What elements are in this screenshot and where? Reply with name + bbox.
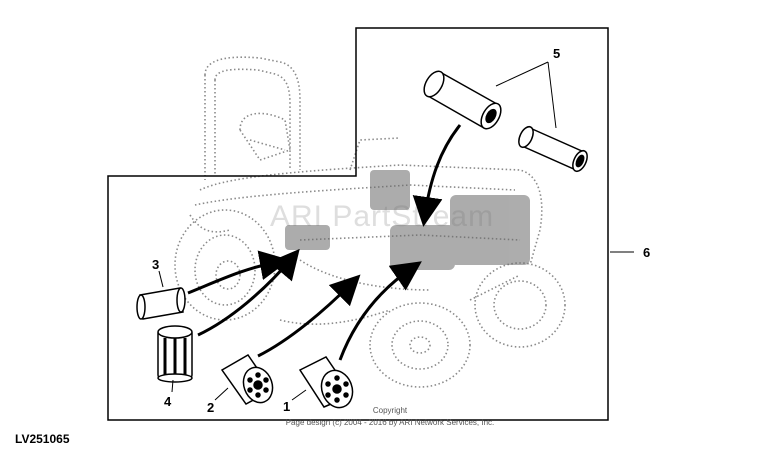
copyright-line-2: Page design (c) 2004 - 2016 by ARI Netwo… [285,418,495,427]
arrow-part-2 [257,274,361,358]
callout-1: 1 [283,399,290,414]
arrow-part-1 [338,261,422,361]
figure-id: LV251065 [15,432,70,446]
leader-lines [158,61,634,401]
part-2-oil-filter [220,354,274,405]
engine-hatching [285,170,530,270]
arrow-part-4 [197,248,300,337]
part-5-sleeve-large [423,70,502,130]
copyright-notice: Copyright Page design (c) 2004 - 2016 by… [240,405,540,429]
detail-frame [107,27,609,421]
part-3-fuel-filter [136,287,186,320]
arrow-part-5 [412,124,462,227]
part-5-sleeve-small [518,125,588,173]
part-4-strainer [157,325,193,383]
callout-2: 2 [207,400,214,415]
callout-3: 3 [152,257,159,272]
arrow-part-3 [187,250,290,295]
callout-4: 4 [164,394,172,409]
install-arrows [187,124,462,361]
copyright-line-1: Copyright [372,406,408,415]
callout-6: 6 [643,245,650,260]
callout-5: 5 [553,46,560,61]
part-1-hydraulic-filter [298,356,354,409]
